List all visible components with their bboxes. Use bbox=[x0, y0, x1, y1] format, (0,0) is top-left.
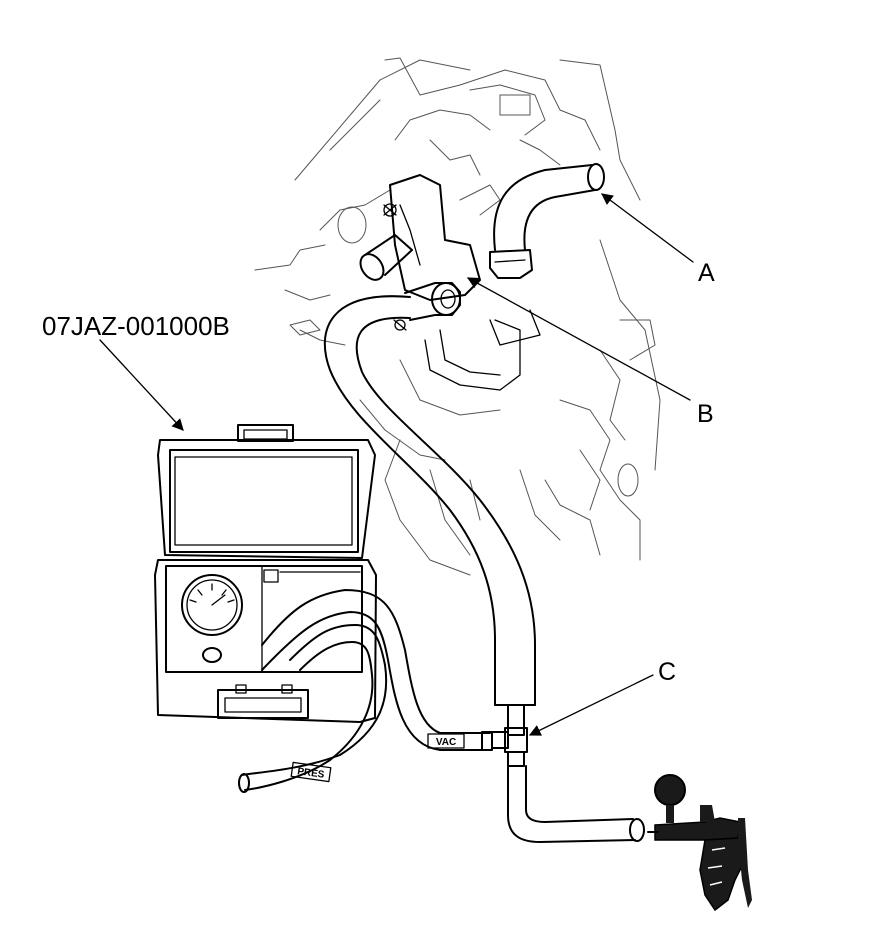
kit-hoses bbox=[238, 589, 493, 793]
leader-line-a bbox=[601, 193, 694, 263]
tool-part-number: 07JAZ-001000B bbox=[42, 311, 230, 341]
vac-hose-tag: VAC bbox=[436, 737, 456, 748]
leader-line-c bbox=[528, 674, 654, 736]
main-vacuum-hose bbox=[323, 295, 536, 706]
t-fitting bbox=[491, 704, 528, 767]
callout-b: B bbox=[697, 400, 714, 428]
pressure-gauge-kit bbox=[154, 424, 377, 723]
engine-outline bbox=[254, 57, 661, 576]
valve-nozzle bbox=[359, 234, 413, 281]
hand-vacuum-pump bbox=[647, 774, 752, 912]
purge-valve-body bbox=[383, 174, 481, 331]
leader-line-b bbox=[466, 277, 691, 401]
pres-hose-tag: PRES bbox=[297, 766, 326, 781]
callout-a: A bbox=[698, 259, 715, 287]
hose-port-a bbox=[489, 163, 605, 279]
port-b-fitting bbox=[404, 282, 461, 321]
callout-c: C bbox=[658, 658, 676, 686]
pump-hose bbox=[507, 765, 645, 843]
leader-line-tool bbox=[99, 339, 184, 431]
